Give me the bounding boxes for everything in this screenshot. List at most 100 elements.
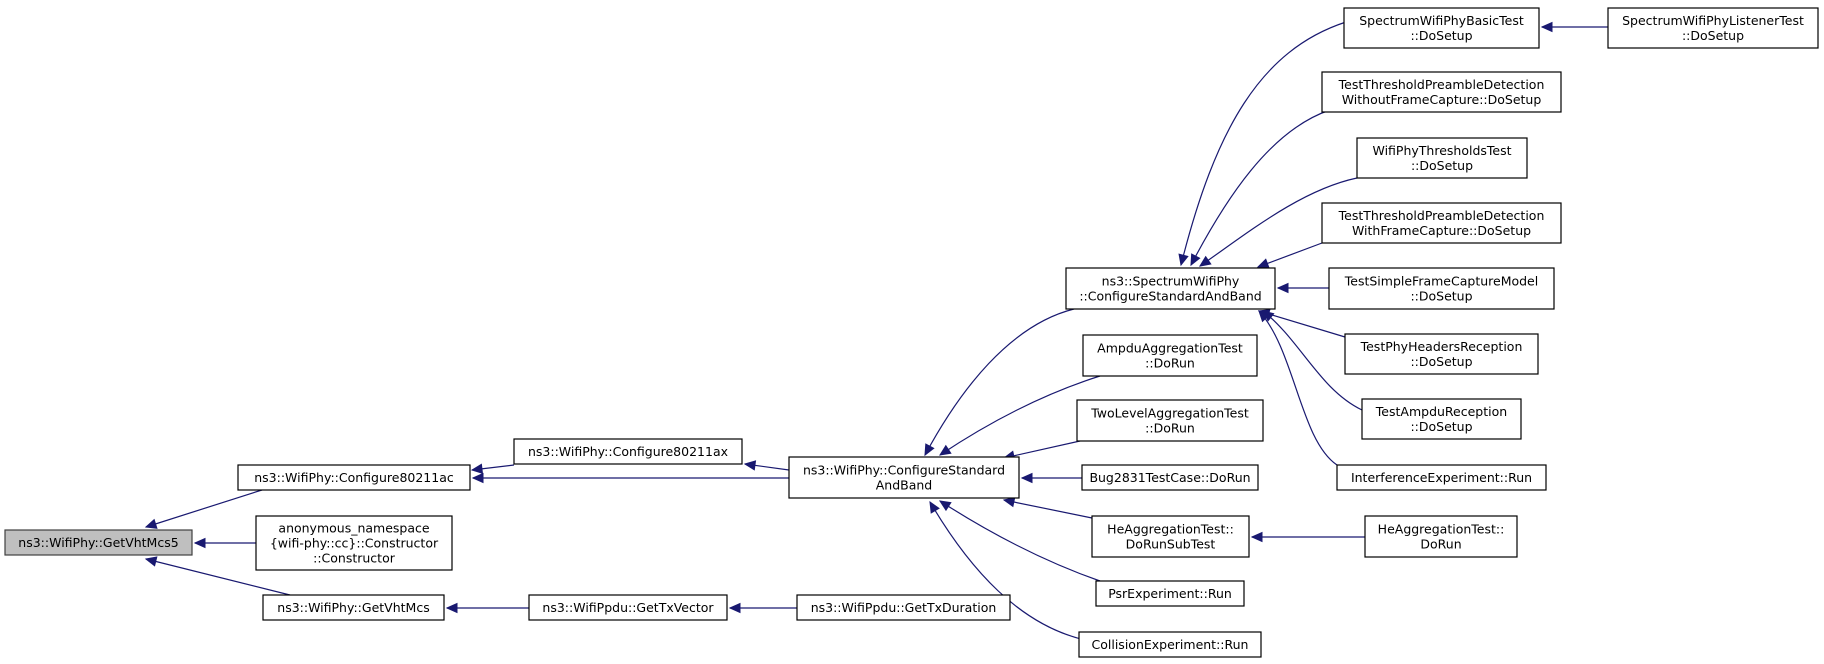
node-two-level-aggregation-test[interactable]: TwoLevelAggregationTest::DoRun xyxy=(1076,399,1264,442)
node-ampdu-aggregation-test[interactable]: AmpduAggregationTest::DoRun xyxy=(1082,334,1258,377)
node-spectrum-configure-standard-and-band[interactable]: ns3::SpectrumWifiPhy::ConfigureStandardA… xyxy=(1065,267,1276,310)
node-getvhtmcs5[interactable]: ns3::WifiPhy::GetVhtMcs5 xyxy=(4,529,193,556)
node-label: DoRunSubTest xyxy=(1126,537,1216,552)
node-label: ::DoSetup xyxy=(1411,158,1473,173)
node-getvhtmcs[interactable]: ns3::WifiPhy::GetVhtMcs xyxy=(262,594,445,621)
node-simple-frame-capture[interactable]: TestSimpleFrameCaptureModel::DoSetup xyxy=(1328,267,1555,310)
node-box xyxy=(1076,399,1264,442)
edge-line xyxy=(939,375,1101,456)
arrowhead xyxy=(144,556,158,567)
node-label: WithFrameCapture::DoSetup xyxy=(1352,223,1531,238)
node-label: ::DoRun xyxy=(1145,421,1195,436)
node-label: AndBand xyxy=(876,478,933,493)
node-spectrum-listener-test[interactable]: SpectrumWifiPhyListenerTest::DoSetup xyxy=(1607,7,1819,49)
node-box xyxy=(1343,7,1540,49)
node-label: Bug2831TestCase::DoRun xyxy=(1089,470,1250,485)
node-box xyxy=(262,594,445,621)
edge-line xyxy=(145,558,291,596)
node-label: ::DoSetup xyxy=(1410,289,1472,304)
edge-getvhtmcs-to-getvhtmcs5 xyxy=(144,556,291,596)
edge-collision-experiment-to-wifiphy-configure-standard-and-band xyxy=(929,500,1086,641)
edge-line xyxy=(929,501,1086,641)
node-bug2831[interactable]: Bug2831TestCase::DoRun xyxy=(1081,464,1259,491)
edge-line xyxy=(1258,310,1338,466)
node-phy-headers-reception[interactable]: TestPhyHeadersReception::DoSetup xyxy=(1344,333,1539,375)
node-threshold-with-capture[interactable]: TestThresholdPreambleDetectionWithFrameC… xyxy=(1321,202,1562,244)
node-box xyxy=(1364,515,1518,558)
node-label: TwoLevelAggregationTest xyxy=(1090,406,1249,421)
edge-he-aggregation-subtest-to-wifiphy-configure-standard-and-band xyxy=(1002,496,1093,519)
node-getTxDuration[interactable]: ns3::WifiPpdu::GetTxDuration xyxy=(796,594,1011,621)
node-psr-experiment[interactable]: PsrExperiment::Run xyxy=(1095,580,1245,607)
node-box xyxy=(796,594,1011,621)
node-collision-experiment[interactable]: CollisionExperiment::Run xyxy=(1078,631,1262,658)
node-box xyxy=(513,438,743,465)
node-label: TestPhyHeadersReception xyxy=(1360,339,1523,354)
node-spectrum-basic-test[interactable]: SpectrumWifiPhyBasicTest::DoSetup xyxy=(1343,7,1540,49)
node-label: ::DoRun xyxy=(1145,356,1195,371)
node-label: WithoutFrameCapture::DoSetup xyxy=(1342,92,1542,107)
node-box xyxy=(237,464,471,491)
edge-psr-experiment-to-wifiphy-configure-standard-and-band xyxy=(938,500,1101,582)
edge-line xyxy=(1003,440,1081,459)
node-label: ::ConfigureStandardAndBand xyxy=(1079,289,1261,304)
edge-anon-constructor-to-getvhtmcs5 xyxy=(193,537,256,549)
node-configure80211ax[interactable]: ns3::WifiPhy::Configure80211ax xyxy=(513,438,743,465)
arrowhead xyxy=(470,463,484,474)
node-label: InterferenceExperiment::Run xyxy=(1351,470,1532,485)
node-threshold-without-capture[interactable]: TestThresholdPreambleDetectionWithoutFra… xyxy=(1321,71,1562,113)
node-label: WifiPhyThresholdsTest xyxy=(1372,143,1511,158)
edges-layer xyxy=(144,21,1608,641)
node-box xyxy=(528,594,728,621)
edge-line xyxy=(1003,499,1093,519)
arrowhead xyxy=(471,472,484,484)
node-he-aggregation-subtest[interactable]: HeAggregationTest::DoRunSubTest xyxy=(1091,515,1250,558)
edge-spectrum-configure-standard-and-band-to-wifiphy-configure-standard-and-band xyxy=(924,308,1075,457)
node-label: ns3::WifiPhy::ConfigureStandard xyxy=(803,463,1005,478)
edge-spectrum-basic-test-to-spectrum-configure-standard-and-band xyxy=(1178,21,1347,267)
node-he-aggregation-dorun[interactable]: HeAggregationTest::DoRun xyxy=(1364,515,1518,558)
node-label: ns3::WifiPhy::Configure80211ac xyxy=(254,470,454,485)
node-label: HeAggregationTest:: xyxy=(1107,522,1234,537)
node-label: ns3::WifiPhy::GetVhtMcs xyxy=(277,600,429,615)
node-anon-constructor[interactable]: anonymous_namespace{wifi-phy::cc}::Const… xyxy=(255,515,453,571)
arrowhead xyxy=(938,500,952,512)
edge-line xyxy=(1190,109,1331,266)
node-box xyxy=(1607,7,1819,49)
edge-he-aggregation-dorun-to-he-aggregation-subtest xyxy=(1250,531,1365,543)
node-label: ns3::SpectrumWifiPhy xyxy=(1102,274,1240,289)
arrowhead xyxy=(1190,253,1201,267)
node-box xyxy=(1361,398,1522,440)
edge-line xyxy=(1262,310,1363,411)
node-label: SpectrumWifiPhyListenerTest xyxy=(1622,13,1804,28)
node-configure80211ac[interactable]: ns3::WifiPhy::Configure80211ac xyxy=(237,464,471,491)
arrowhead xyxy=(1258,310,1270,323)
node-box xyxy=(1336,464,1547,491)
node-box xyxy=(4,529,193,556)
edge-ampdu-aggregation-test-to-wifiphy-configure-standard-and-band xyxy=(938,375,1101,456)
node-label: CollisionExperiment::Run xyxy=(1092,637,1249,652)
arrowhead xyxy=(1002,496,1016,508)
edge-getTxVector-to-getvhtmcs xyxy=(445,602,529,614)
node-label: ns3::WifiPpdu::GetTxVector xyxy=(542,600,714,615)
edge-threshold-with-capture-to-spectrum-configure-standard-and-band xyxy=(1256,242,1323,269)
node-label: TestSimpleFrameCaptureModel xyxy=(1344,274,1538,289)
node-label: ns3::WifiPhy::Configure80211ax xyxy=(528,444,728,459)
node-label: AmpduAggregationTest xyxy=(1097,341,1243,356)
edge-threshold-without-capture-to-spectrum-configure-standard-and-band xyxy=(1190,109,1331,267)
node-wifiphy-configure-standard-and-band[interactable]: ns3::WifiPhy::ConfigureStandardAndBand xyxy=(788,456,1020,499)
node-thresholds-test[interactable]: WifiPhyThresholdsTest::DoSetup xyxy=(1356,137,1528,179)
node-box xyxy=(255,515,453,571)
edge-spectrum-listener-test-to-spectrum-basic-test xyxy=(1540,21,1608,33)
node-ampdu-reception[interactable]: TestAmpduReception::DoSetup xyxy=(1361,398,1522,440)
node-label: ::DoSetup xyxy=(1410,28,1472,43)
arrowhead xyxy=(445,602,458,614)
edge-getTxDuration-to-getTxVector xyxy=(728,602,797,614)
node-label: {wifi-phy::cc}::Constructor xyxy=(270,536,439,551)
node-label: ns3::WifiPhy::GetVhtMcs5 xyxy=(18,535,178,550)
node-interference-experiment[interactable]: InterferenceExperiment::Run xyxy=(1336,464,1547,491)
arrowhead xyxy=(193,537,206,549)
arrowhead xyxy=(1198,255,1212,267)
node-getTxVector[interactable]: ns3::WifiPpdu::GetTxVector xyxy=(528,594,728,621)
